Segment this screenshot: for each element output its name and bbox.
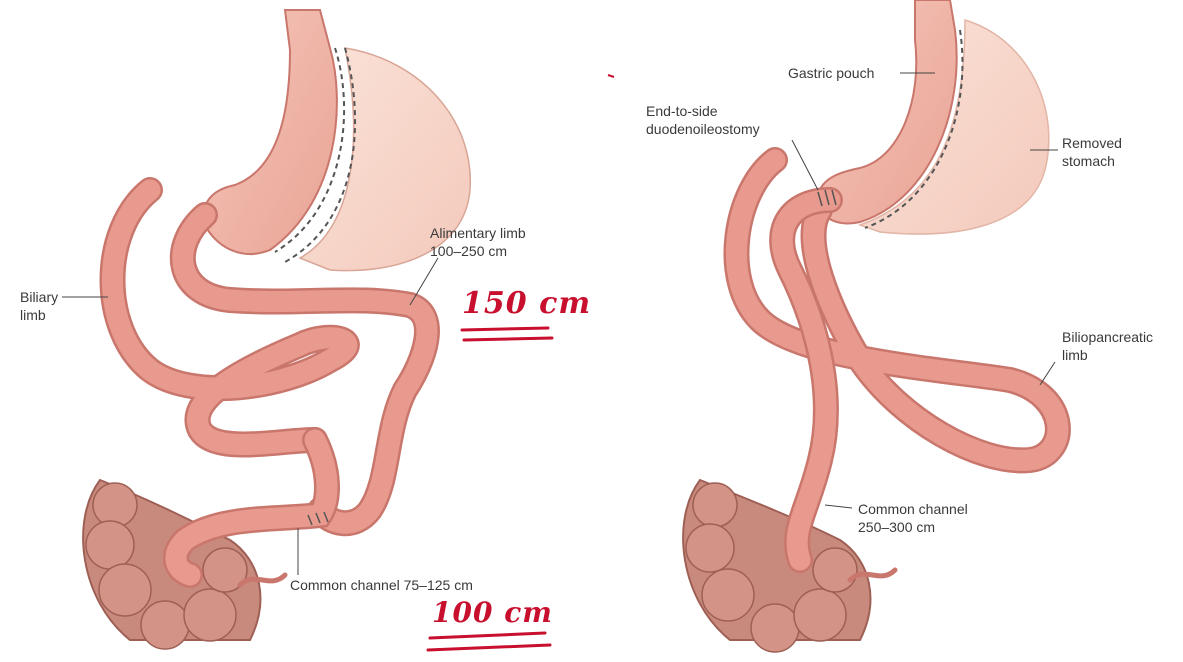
alimentary-limb-label: Alimentary limb 100–250 cm (430, 224, 526, 260)
duodenoileostomy-label: End-to-side duodenoileostomy (646, 102, 760, 138)
right-panel-illustration (683, 0, 1058, 652)
handwritten-150cm: 150 cm (462, 286, 591, 321)
left-common-channel-label: Common channel 75–125 cm (290, 576, 473, 594)
biliary-limb-label: Biliary limb (20, 288, 58, 324)
right-common-channel-label: Common channel 250–300 cm (858, 500, 968, 536)
right-biliopancreatic-leader (1040, 362, 1055, 385)
right-duodenoileostomy-leader (792, 140, 818, 190)
biliopancreatic-limb-label: Biliopancreatic limb (1062, 328, 1153, 364)
right-common-channel-leader (825, 505, 852, 508)
left-panel-illustration (62, 10, 552, 650)
handwritten-100cm: 100 cm (432, 596, 553, 629)
handwritten-underline-100 (428, 633, 550, 650)
left-sleeve-stomach (204, 10, 337, 254)
handwritten-underline-150 (462, 328, 552, 340)
gastric-pouch-label: Gastric pouch (788, 64, 874, 82)
stray-red-mark (608, 75, 614, 77)
removed-stomach-label: Removed stomach (1062, 134, 1122, 170)
